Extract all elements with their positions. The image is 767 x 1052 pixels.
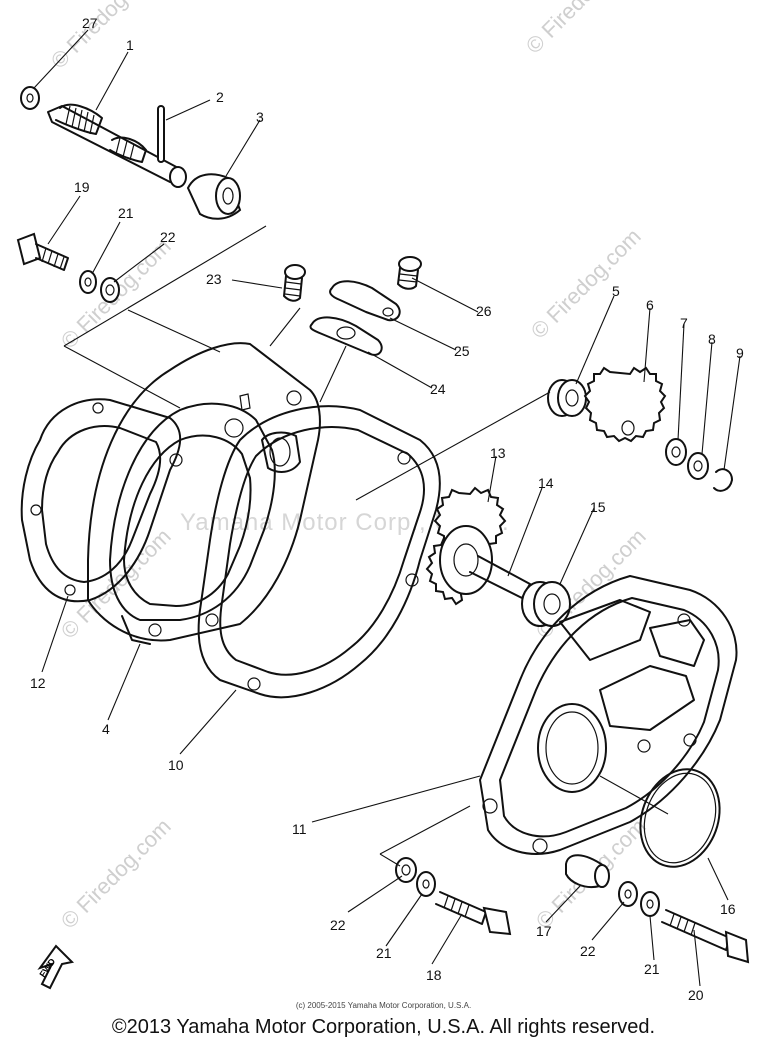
copyright-notice: ©2013 Yamaha Motor Corporation, U.S.A. A…	[111, 1016, 656, 1038]
callout-21-lower-right: 21	[644, 961, 660, 977]
callout-5: 5	[612, 283, 620, 299]
callout-22-lower-left: 22	[330, 917, 346, 933]
part-5-bearing	[547, 379, 587, 417]
part-27-washer	[20, 86, 40, 110]
leader-lines	[33, 29, 741, 987]
part-12-gasket	[20, 398, 182, 603]
callout-22-lower-right: 22	[580, 943, 596, 959]
part-8-washer	[687, 452, 709, 480]
part-22-washer-lower-left	[395, 857, 417, 883]
watermark-bottom-left: © Firedog.com	[56, 814, 176, 934]
part-13-gear	[425, 486, 507, 606]
callout-3: 3	[256, 109, 264, 125]
callout-18: 18	[426, 967, 442, 983]
part-21-washer-upper	[79, 270, 97, 294]
part-7-washer	[665, 438, 687, 466]
callout-27: 27	[82, 15, 98, 31]
part-22-washer-lower-right	[618, 881, 638, 907]
part-10-gasket	[197, 405, 441, 699]
callout-8: 8	[708, 331, 716, 347]
callout-10: 10	[168, 757, 184, 773]
part-6-gear	[583, 366, 667, 443]
part-21-washer-lower-left	[416, 871, 436, 897]
callout-2: 2	[216, 89, 224, 105]
callout-26: 26	[476, 303, 492, 319]
callout-1: 1	[126, 37, 134, 53]
callout-19: 19	[74, 179, 90, 195]
callout-17: 17	[536, 923, 552, 939]
fwd-arrow-icon: FWD	[37, 944, 75, 990]
callout-7: 7	[680, 315, 688, 331]
callout-12: 12	[30, 675, 46, 691]
part-11-cover	[479, 575, 738, 855]
callout-16: 16	[720, 901, 736, 917]
callout-22-upper: 22	[160, 229, 176, 245]
part-25-gasket	[329, 280, 401, 322]
part-19-bolt	[16, 232, 69, 271]
callout-21-lower-left: 21	[376, 945, 392, 961]
part-20-bolt	[661, 909, 750, 964]
callout-4: 4	[102, 721, 110, 737]
part-2-pin	[157, 105, 165, 163]
callout-6: 6	[646, 297, 654, 313]
part-17-dowel	[565, 854, 610, 888]
part-21-washer-lower-right	[640, 891, 660, 917]
part-22-washer-upper	[100, 277, 120, 303]
part-3-collar	[186, 173, 242, 220]
watermark-top-right: © Firedog.com	[521, 0, 641, 59]
part-1-shaft	[47, 103, 187, 188]
watermark-layer: © Firedog.com © Firedog.com © Firedog.co…	[46, 0, 651, 934]
callout-23: 23	[206, 271, 222, 287]
part-9-circlip	[713, 468, 733, 492]
callout-24: 24	[430, 381, 446, 397]
part-4-housing	[87, 342, 321, 645]
part-24-plate	[309, 316, 383, 356]
callout-20: 20	[688, 987, 704, 1003]
part-23-screw	[283, 264, 306, 302]
part-16-o-ring	[639, 768, 721, 868]
callout-labels: 27 1 2 3 19 21 22 23 26 25 24 5 6 7 8 9 …	[30, 15, 744, 1003]
callout-25: 25	[454, 343, 470, 359]
watermark-top-left: © Firedog.com	[46, 0, 166, 74]
callout-11: 11	[292, 821, 307, 837]
callout-15: 15	[590, 499, 606, 515]
part-26-screw	[397, 256, 422, 290]
small-credit-line: (c) 2005-2015 Yamaha Motor Corporation, …	[295, 1001, 472, 1010]
watermark-mid-right: © Firedog.com	[526, 224, 646, 344]
callout-13: 13	[490, 445, 506, 461]
part-15-bearing	[521, 581, 571, 627]
callout-14: 14	[538, 475, 554, 491]
callout-9: 9	[736, 345, 744, 361]
part-18-bolt	[435, 891, 512, 936]
callout-21-upper: 21	[118, 205, 134, 221]
